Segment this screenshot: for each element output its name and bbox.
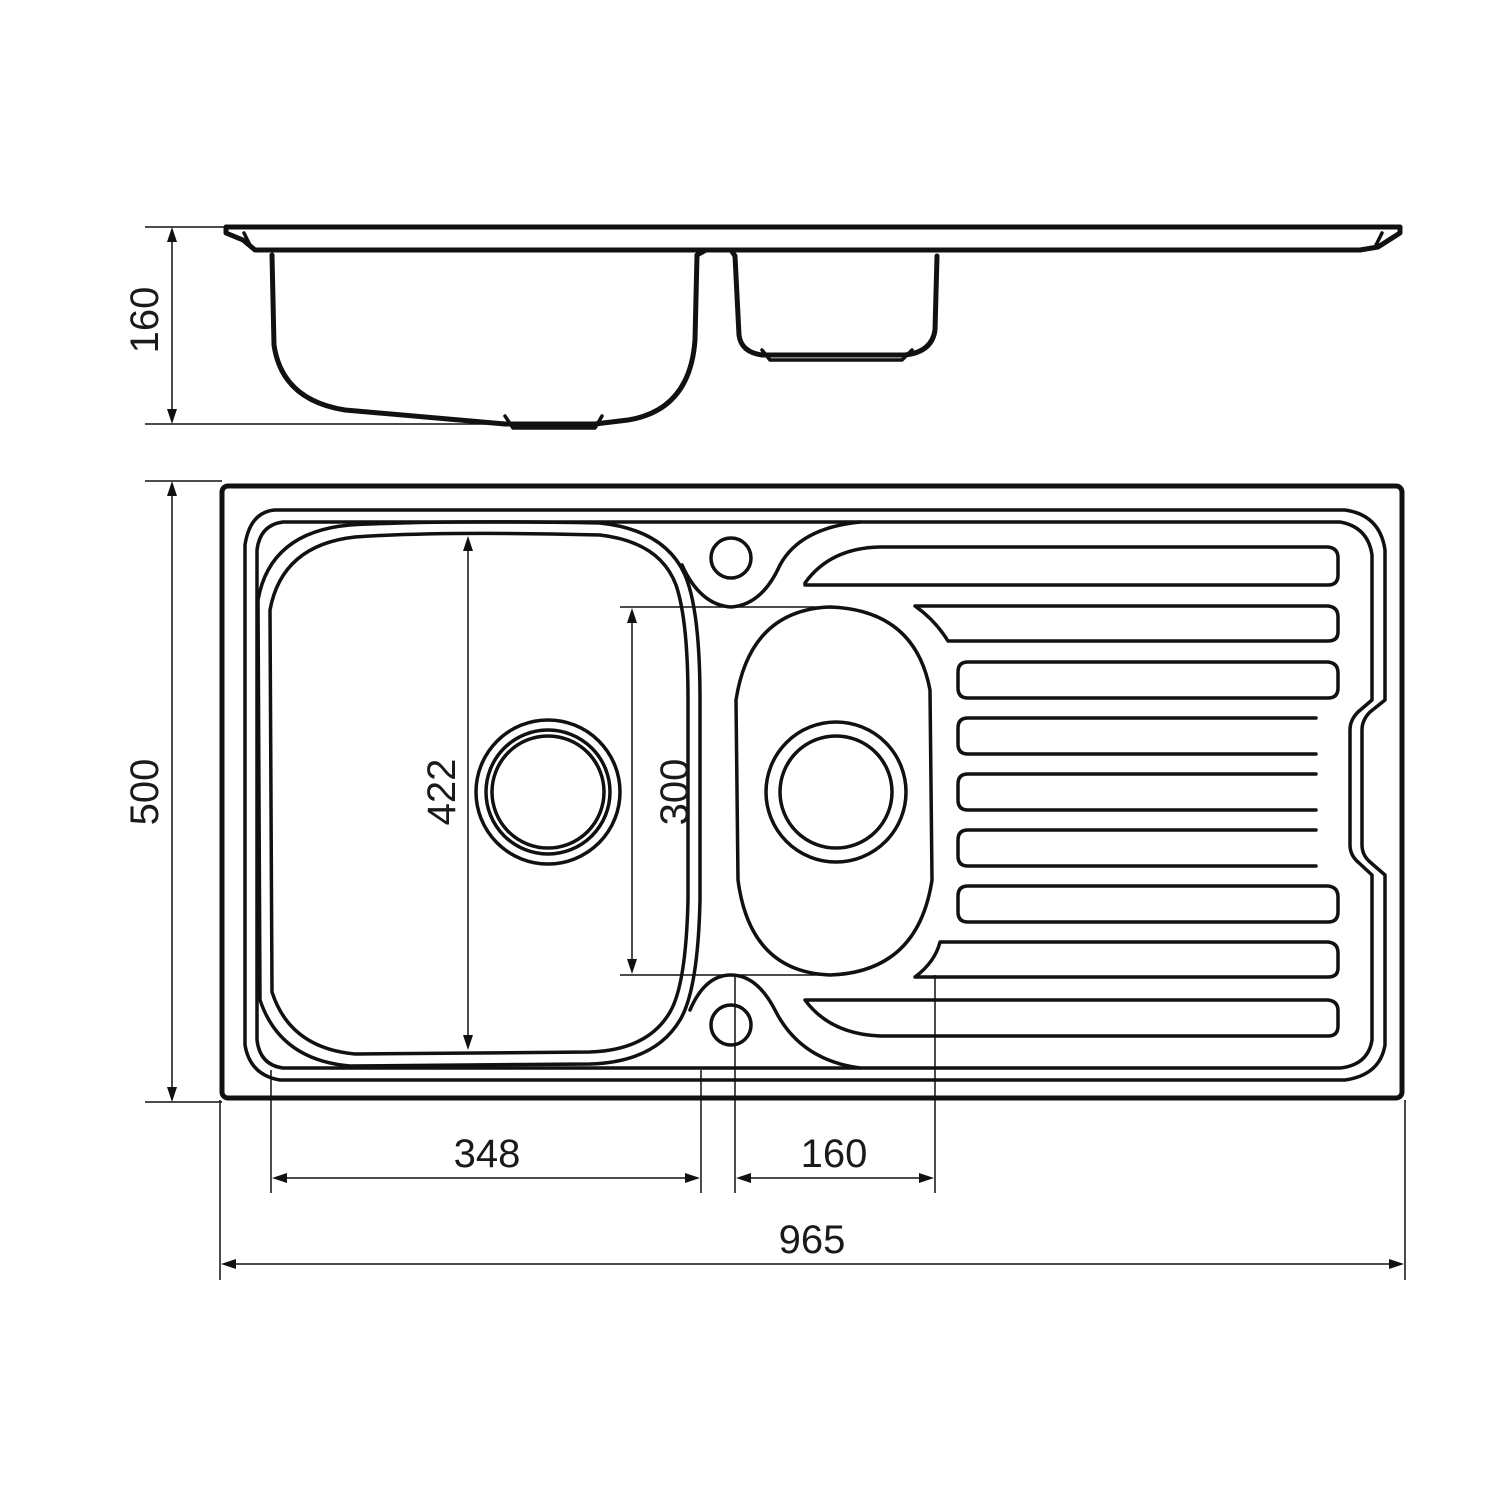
drainer-groove-7 (956, 884, 1340, 924)
drainer-groove-2 (913, 604, 1340, 643)
side-rim-clip-right (1374, 231, 1384, 247)
drainer-groove-8 (913, 940, 1340, 979)
tap-hole (709, 536, 753, 580)
second-bowl-drain-inner (778, 734, 894, 850)
side-rim-clip-left (242, 231, 252, 247)
side-view: 160 (123, 224, 1403, 430)
main-bowl-drain-middle (484, 728, 612, 856)
tap-hole-bridge (680, 520, 862, 609)
main-bowl-outer (256, 520, 702, 1068)
rim-inner-contour (255, 520, 1374, 1070)
second-bowl-length-arrow-top (627, 608, 637, 623)
second-bowl-width-arrow-right (919, 1173, 934, 1183)
main-bowl-length-arrow-bottom (463, 1035, 473, 1050)
side-height-label: 160 (123, 287, 167, 354)
bottom-dimensions: 348 160 965 (219, 975, 1406, 1280)
side-main-bowl-drain (503, 414, 604, 430)
side-second-bowl (732, 253, 940, 358)
drainer-groove-4 (956, 716, 1318, 756)
side-divider (694, 247, 738, 259)
side-main-bowl (269, 252, 700, 427)
drainer-groove-6 (956, 828, 1318, 868)
main-bowl-drain-inner (490, 734, 606, 850)
side-height-arrow-top (167, 227, 177, 242)
drainer-groove-9 (803, 998, 1340, 1038)
depth-label: 500 (123, 759, 167, 826)
overall-width-arrow-right (1389, 1259, 1404, 1269)
overall-width-label: 965 (779, 1218, 846, 1262)
second-bowl-length-arrow-bottom (627, 959, 637, 974)
main-bowl-drain-outer (474, 718, 622, 866)
second-bowl-width-arrow-left (736, 1173, 751, 1183)
outer-frame (219, 483, 1405, 1101)
main-bowl-length-label: 422 (420, 759, 464, 826)
main-bowl-length-arrow-top (463, 536, 473, 551)
main-bowl-width-arrow-left (272, 1173, 287, 1183)
main-bowl-width-label: 348 (454, 1132, 521, 1176)
drainer-groove-1 (803, 545, 1340, 587)
rim-outer-contour (243, 508, 1387, 1082)
overflow-bridge (688, 973, 862, 1070)
drainer-groove-3 (956, 660, 1340, 700)
side-second-bowl-base (760, 348, 914, 362)
drainer-groove-5 (956, 772, 1318, 812)
main-bowl-width-arrow-right (685, 1173, 700, 1183)
overflow-hole (709, 1003, 753, 1047)
main-bowl-inner (268, 531, 690, 1056)
top-view: 500 422 300 (123, 480, 1405, 1103)
second-bowl-length-label: 300 (653, 759, 697, 826)
side-height-arrow-bottom (167, 409, 177, 424)
depth-arrow-top (167, 481, 177, 496)
side-rim (223, 224, 1403, 253)
second-bowl-width-label: 160 (801, 1132, 868, 1176)
overall-width-arrow-left (221, 1259, 236, 1269)
second-bowl-drain-outer (764, 720, 908, 864)
depth-arrow-bottom (167, 1087, 177, 1102)
